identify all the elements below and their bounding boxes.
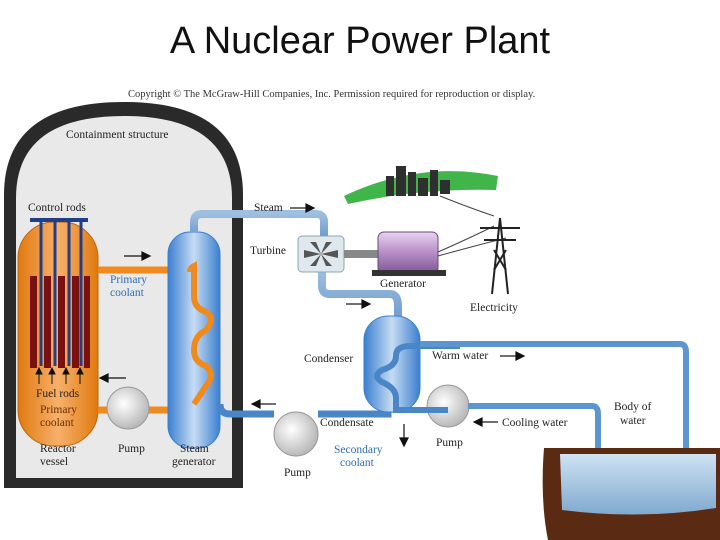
label-turbine: Turbine bbox=[250, 245, 286, 257]
label-primary-coolant-top-2: coolant bbox=[110, 287, 145, 299]
power-lines bbox=[437, 195, 507, 257]
transmission-tower-icon bbox=[480, 217, 520, 295]
label-pump-cooling: Pump bbox=[436, 437, 463, 449]
secondary-return-pipe bbox=[216, 403, 274, 418]
primary-pump bbox=[106, 386, 150, 430]
label-electricity: Electricity bbox=[470, 302, 518, 314]
label-secondary-coolant-1: Secondary bbox=[334, 444, 383, 456]
label-cooling-water: Cooling water bbox=[502, 417, 568, 429]
control-rod-bar bbox=[30, 218, 88, 222]
label-pump-secondary: Pump bbox=[284, 467, 311, 479]
generator bbox=[377, 231, 439, 275]
label-primary-coolant-bottom-1: Primary bbox=[40, 404, 77, 416]
fuel-rods bbox=[30, 276, 90, 368]
turbine-shaft bbox=[344, 250, 378, 258]
label-steam-generator-2: generator bbox=[172, 456, 216, 468]
warm-water-pipe bbox=[420, 341, 689, 448]
turbine-to-condenser-pipe bbox=[318, 270, 402, 340]
turbine-blades-icon bbox=[304, 242, 338, 266]
copyright-notice: Copyright © The McGraw-Hill Companies, I… bbox=[128, 89, 536, 100]
secondary-pump bbox=[273, 411, 319, 457]
label-body-of-water-1: Body of bbox=[614, 401, 652, 413]
label-primary-coolant-bottom-2: coolant bbox=[40, 417, 75, 429]
cooling-water-pipe bbox=[468, 403, 601, 498]
label-warm-water: Warm water bbox=[432, 350, 488, 362]
steam-pipe bbox=[190, 210, 328, 244]
fuel-rod-arrows bbox=[35, 366, 84, 384]
steam-generator-coil bbox=[187, 261, 214, 406]
label-primary-coolant-top-1: Primary bbox=[110, 274, 147, 286]
label-control-rods: Control rods bbox=[28, 202, 86, 214]
label-condenser: Condenser bbox=[304, 353, 353, 365]
flow-arrows bbox=[98, 203, 526, 448]
control-rods bbox=[39, 222, 83, 366]
page-title: A Nuclear Power Plant bbox=[169, 20, 551, 62]
generator-base bbox=[372, 270, 446, 276]
cooling-pump bbox=[426, 384, 470, 428]
label-pump-primary: Pump bbox=[118, 443, 145, 455]
label-steam-generator-1: Steam bbox=[180, 443, 209, 455]
label-containment: Containment structure bbox=[66, 129, 169, 141]
city-skyline-icon bbox=[386, 166, 450, 196]
label-body-of-water-2: water bbox=[620, 415, 646, 427]
label-steam: Steam bbox=[254, 202, 283, 214]
label-reactor-vessel-1: Reactor bbox=[40, 443, 76, 455]
label-generator: Generator bbox=[380, 278, 426, 290]
label-fuel-rods: Fuel rods bbox=[36, 388, 80, 400]
label-reactor-vessel-2: vessel bbox=[40, 456, 68, 468]
body-of-water bbox=[560, 454, 716, 515]
label-secondary-coolant-2: coolant bbox=[340, 457, 375, 469]
condenser-coil bbox=[374, 343, 460, 413]
label-condensate: Condensate bbox=[320, 417, 374, 429]
